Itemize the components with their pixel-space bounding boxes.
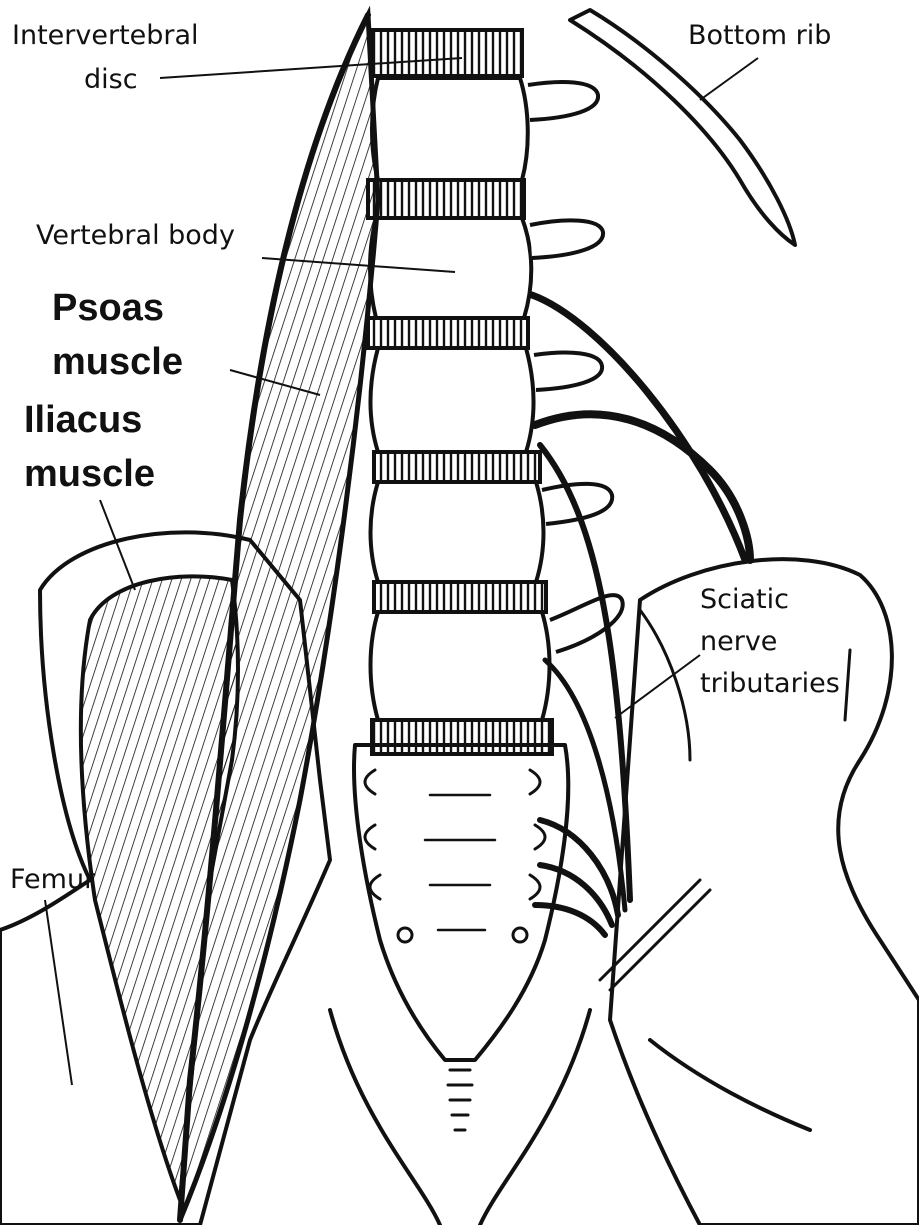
label-iliacus-line2: muscle [24, 453, 155, 495]
intervertebral-disc-5 [374, 582, 546, 612]
intervertebral-disc-4 [374, 452, 540, 482]
label-intervertebral-disc-line1: Intervertebral [12, 20, 199, 51]
vertebral-body-1 [372, 78, 528, 180]
label-psoas-line1: Psoas [52, 287, 164, 329]
label-sciatic-line2: nerve [700, 626, 777, 657]
label-sciatic-line3: tributaries [700, 668, 840, 699]
label-femur: Femur [10, 864, 96, 895]
label-sciatic-line1: Sciatic [700, 584, 789, 615]
intervertebral-disc-2 [368, 180, 524, 218]
intervertebral-disc-6 [372, 720, 552, 754]
vertebral-body-5 [371, 612, 550, 720]
label-intervertebral-disc-line2: disc [84, 64, 138, 95]
label-bottom-rib: Bottom rib [688, 20, 831, 51]
intervertebral-disc-3 [368, 318, 528, 348]
label-vertebral-body: Vertebral body [36, 220, 235, 251]
label-iliacus-line1: Iliacus [24, 399, 142, 441]
label-psoas-line2: muscle [52, 341, 183, 383]
vertebral-body-4 [371, 482, 544, 582]
spinal-column [368, 30, 623, 754]
vertebral-body-3 [371, 348, 534, 452]
intervertebral-disc-1 [372, 30, 522, 76]
